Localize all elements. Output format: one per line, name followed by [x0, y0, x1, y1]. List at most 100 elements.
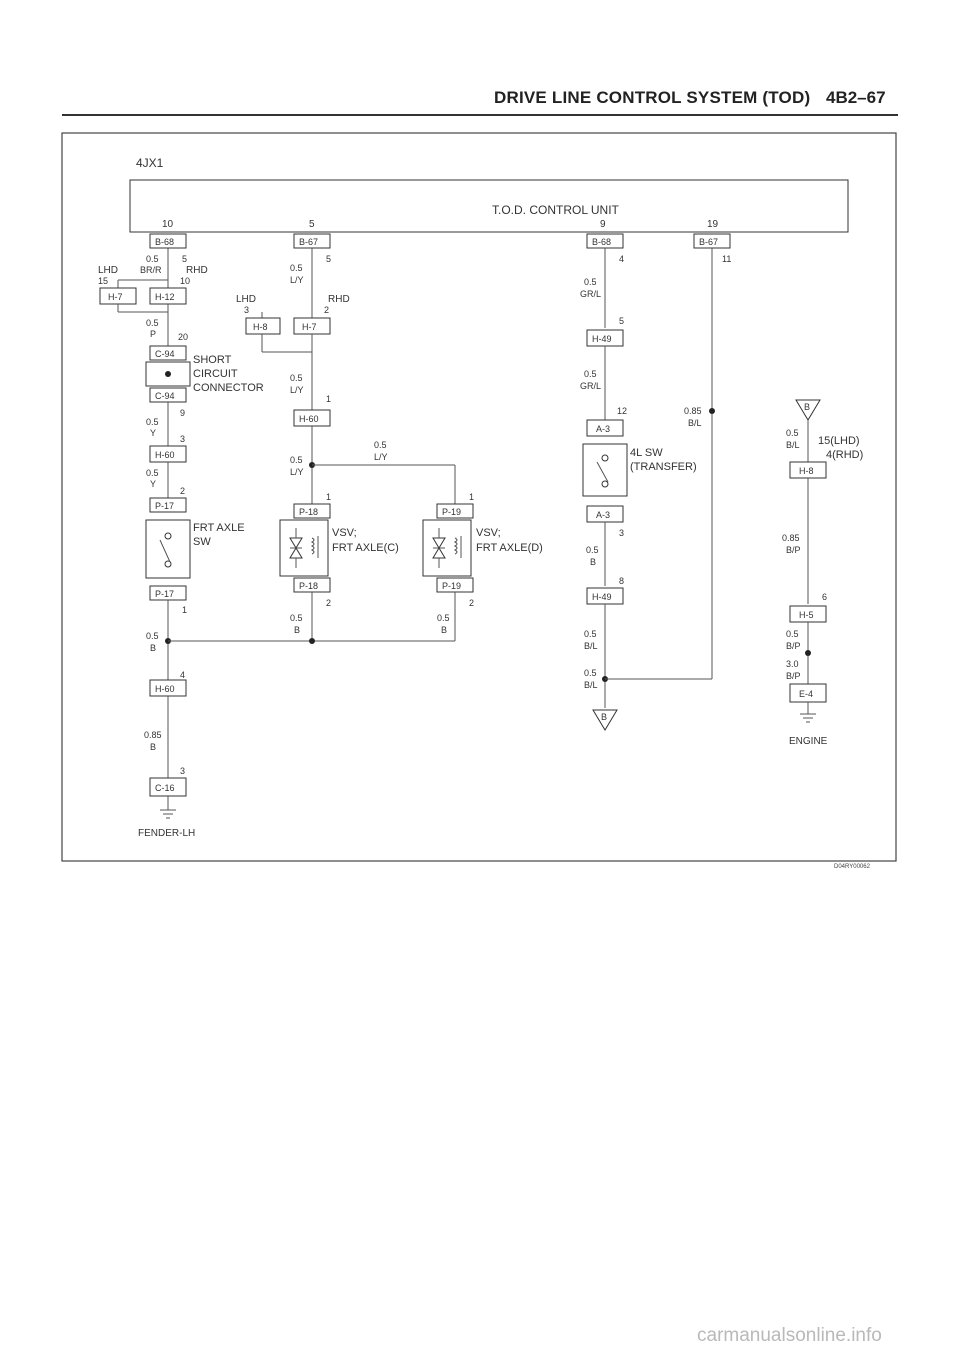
pin-label: 5 [326, 254, 331, 264]
pin-label: 2 [469, 598, 474, 608]
wire-label: 0.5 [290, 373, 303, 383]
pin-label: 10 [180, 276, 190, 286]
wire-label: B [441, 625, 447, 635]
wire-label: 0.5 [146, 254, 159, 264]
connector-a-3-bottom-label: A-3 [596, 510, 610, 520]
wire-label: B/P [786, 545, 801, 555]
pin-label: 3 [244, 305, 249, 315]
pin-label: 2 [180, 486, 185, 496]
pin-label: 5 [619, 316, 624, 326]
page-header-title: DRIVE LINE CONTROL SYSTEM (TOD) [494, 88, 811, 107]
wire-label: 0.5 [290, 263, 303, 273]
pin-label: 15 [98, 276, 108, 286]
wire-label: B [590, 557, 596, 567]
wire-label: 0.5 [586, 545, 599, 555]
wire-label: 0.5 [146, 318, 159, 328]
pin-label: 1 [469, 492, 474, 502]
wire-label: L/Y [374, 452, 388, 462]
connector-h-8-lhd-label: H-8 [253, 322, 268, 332]
wire-label: 0.85 [782, 533, 800, 543]
lhd-label-2: LHD [236, 294, 256, 305]
connector-b-67-a-label: B-67 [299, 237, 318, 247]
wire-label: B/L [584, 641, 598, 651]
wire-label: 0.5 [584, 629, 597, 639]
connector-c-94-bottom-label: C-94 [155, 391, 175, 401]
wire-label: 0.5 [290, 455, 303, 465]
wire-label: 0.5 [786, 428, 799, 438]
connector-p-18-top-label: P-18 [299, 507, 318, 517]
rhd-label-2: RHD [328, 294, 350, 305]
short-circuit-connector-label-3: CONNECTOR [193, 382, 264, 394]
vsv-d-label-1: VSV; [476, 527, 501, 539]
pin-label: 4 [619, 254, 624, 264]
pin-label: 8 [619, 576, 624, 586]
connector-h-60-c-label: H-60 [299, 414, 319, 424]
connector-p-19-top [436, 503, 474, 519]
pin-label: 11 [722, 254, 731, 264]
wire-label: 0.5 [786, 629, 799, 639]
connector-h-60-b-label: H-60 [155, 684, 175, 694]
pin-15-lhd-label: 15(LHD) [818, 435, 860, 447]
pin-label: 5 [182, 254, 187, 264]
wire-label: 0.5 [146, 468, 159, 478]
pin-label: 1 [326, 492, 331, 502]
tod-control-unit-label: T.O.D. CONTROL UNIT [492, 203, 620, 217]
pin-label: 2 [326, 598, 331, 608]
figure-code: D04RY00062 [834, 864, 870, 870]
connector-h-8-lhd [245, 317, 281, 335]
ground-ref-label-2: B [804, 402, 810, 412]
wire-label: 0.5 [290, 613, 303, 623]
pin-label: 3 [180, 434, 185, 444]
connector-c-94-top [149, 345, 187, 361]
connector-h-12-label: H-12 [155, 292, 175, 302]
watermark: carmanualsonline.info [697, 1325, 882, 1346]
wire-label: 0.85 [144, 730, 162, 740]
wire-label: 0.5 [374, 440, 387, 450]
connector-h-5-label: H-5 [799, 610, 814, 620]
frt-axle-sw-label-2: SW [193, 536, 211, 548]
connector-p-19-bottom-label: P-19 [442, 581, 461, 591]
diagram-frame [61, 132, 897, 862]
ground-ref-triangle-2 [795, 399, 821, 421]
vsv-c-label-1: VSV; [332, 527, 357, 539]
wire-label: 0.5 [584, 277, 597, 287]
connector-a-3-top-label: A-3 [596, 424, 610, 434]
connector-a-3-top [586, 419, 624, 437]
rhd-label-1: RHD [186, 265, 208, 276]
wire-label: B/L [584, 680, 598, 690]
connector-p-18-bottom-label: P-18 [299, 581, 318, 591]
wire-label: Y [150, 428, 156, 438]
connector-p-19-top-label: P-19 [442, 507, 461, 517]
wire-label: B/L [688, 418, 702, 428]
ground-ref-triangle-1 [592, 709, 618, 731]
frt-axle-switch [145, 519, 191, 579]
vsv-frt-axle-d [422, 519, 472, 577]
connector-b-68-b-label: B-68 [592, 237, 611, 247]
wire-label: 0.85 [684, 406, 702, 416]
connector-c-94-top-label: C-94 [155, 349, 175, 359]
wire-label: 3.0 [786, 659, 799, 669]
lhd-label-1: LHD [98, 265, 118, 276]
ground-ref-label-1: B [601, 712, 607, 722]
pin-label: 20 [178, 332, 188, 342]
wire-label: 0.5 [437, 613, 450, 623]
wire-label: L/Y [290, 467, 304, 477]
4l-sw-label-2: (TRANSFER) [630, 461, 697, 473]
wire-label: Y [150, 479, 156, 489]
connector-b-68-a-label: B-68 [155, 237, 174, 247]
pin-label: 4 [180, 670, 185, 680]
wire-label: B/L [786, 440, 800, 450]
fender-lh-ground-label: FENDER-LH [138, 828, 195, 839]
4l-switch [582, 443, 628, 497]
connector-h-7-rhd-label: H-7 [302, 322, 317, 332]
short-circuit-connector-label-2: CIRCUIT [193, 368, 238, 380]
pin-label: 9 [180, 408, 185, 418]
connector-e-4-label: E-4 [799, 689, 813, 699]
wire-label: 0.5 [146, 417, 159, 427]
wire-label: GR/L [580, 289, 601, 299]
pin-label: 1 [326, 394, 331, 404]
wire-label: B [150, 643, 156, 653]
vsv-frt-axle-c [279, 519, 329, 577]
header-rule [62, 114, 898, 116]
